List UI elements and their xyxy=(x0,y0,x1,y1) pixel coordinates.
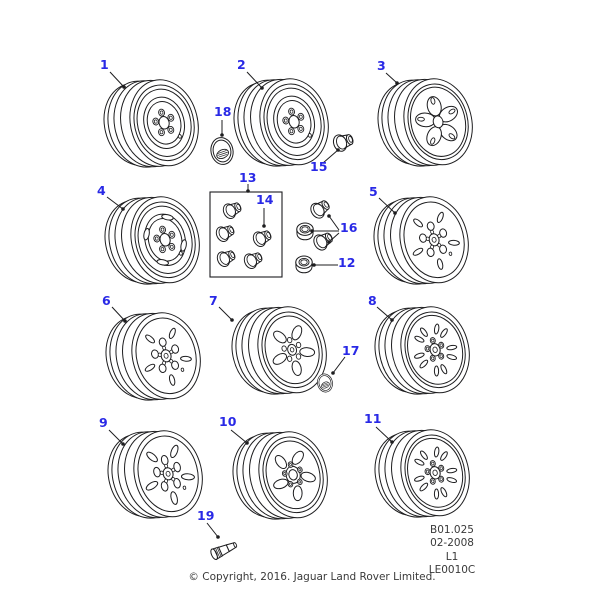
leader-line-16c xyxy=(327,232,340,244)
wheel-7-drawing xyxy=(231,306,327,395)
leader-line-5 xyxy=(378,197,397,215)
wheel-3-drawing xyxy=(377,78,473,167)
callout-10[interactable]: 10 xyxy=(219,414,237,429)
leader-line-6 xyxy=(111,306,127,323)
callout-5[interactable]: 5 xyxy=(369,184,378,199)
callout-19[interactable]: 19 xyxy=(197,508,215,523)
wheel-8-drawing xyxy=(374,306,470,395)
lug-nut-16c-drawing xyxy=(313,232,333,251)
leader-line-4 xyxy=(106,196,125,211)
callout-8[interactable]: 8 xyxy=(368,293,377,308)
callout-17[interactable]: 17 xyxy=(342,343,360,358)
callout-4[interactable]: 4 xyxy=(97,183,106,198)
drawing-number: B01.025 xyxy=(430,524,474,536)
callout-11[interactable]: 11 xyxy=(364,411,382,426)
callout-14[interactable]: 14 xyxy=(256,192,274,207)
nut-kit-box xyxy=(209,191,283,278)
callout-2[interactable]: 2 xyxy=(237,57,246,72)
leader-line-14 xyxy=(262,208,266,228)
leader-line-8 xyxy=(376,306,394,322)
kit-nut-3-drawing xyxy=(252,230,272,247)
wheel-6-drawing xyxy=(105,312,201,401)
drawing-code: LE0010C xyxy=(428,564,476,577)
leader-line-1 xyxy=(109,71,126,89)
kit-nut-5-drawing xyxy=(243,252,263,269)
flanged-nut-16b-drawing xyxy=(296,222,314,241)
callout-18[interactable]: 18 xyxy=(214,104,232,119)
centre-cap-18-drawing xyxy=(210,137,234,165)
lug-nut-16a-drawing xyxy=(310,200,330,219)
valve-stem-19-drawing xyxy=(210,542,238,561)
callout-7[interactable]: 7 xyxy=(209,293,218,308)
callout-3[interactable]: 3 xyxy=(377,58,386,73)
lug-nut-15-drawing xyxy=(332,134,354,152)
wheel-1-drawing xyxy=(103,79,199,168)
leader-line-2 xyxy=(246,71,264,90)
kit-nut-1-drawing xyxy=(222,202,242,219)
leader-line-17 xyxy=(331,356,346,375)
drawing-reference-block: B01.025 02-2008 L1 LE0010C xyxy=(404,524,500,578)
drawing-sheet: L1 xyxy=(445,550,459,563)
leader-line-16b xyxy=(310,229,339,233)
centre-cap-17-drawing xyxy=(317,373,333,393)
wheel-10-drawing xyxy=(232,431,328,520)
callout-1[interactable]: 1 xyxy=(100,57,109,72)
copyright-notice: © Copyright, 2016. Jaguar Land Rover Lim… xyxy=(188,571,436,583)
leader-line-7 xyxy=(218,306,234,322)
callout-13[interactable]: 13 xyxy=(239,170,257,185)
callout-12[interactable]: 12 xyxy=(338,255,356,270)
wheel-2-drawing xyxy=(233,78,329,167)
leader-line-18 xyxy=(220,120,224,137)
leader-line-15 xyxy=(322,148,340,164)
leader-line-3 xyxy=(385,72,399,85)
callout-6[interactable]: 6 xyxy=(102,293,111,308)
leader-line-12 xyxy=(312,263,338,267)
leader-line-10 xyxy=(230,429,249,445)
kit-nut-2-drawing xyxy=(215,225,235,242)
leader-line-16a xyxy=(327,214,340,231)
wheel-4-drawing xyxy=(104,196,200,285)
wheel-5-drawing xyxy=(373,196,469,285)
leader-line-13 xyxy=(246,184,250,193)
callout-9[interactable]: 9 xyxy=(99,415,108,430)
drawing-date: 02-2008 xyxy=(430,537,474,550)
callout-15[interactable]: 15 xyxy=(310,159,328,174)
wheel-9-drawing xyxy=(107,430,203,519)
callout-16[interactable]: 16 xyxy=(340,220,358,235)
wheel-11-drawing xyxy=(374,429,470,518)
leader-line-11 xyxy=(375,426,394,444)
leader-line-19 xyxy=(206,522,220,539)
leader-line-9 xyxy=(108,429,125,446)
hex-nut-12-drawing xyxy=(295,255,313,274)
kit-nut-4-drawing xyxy=(216,250,236,267)
